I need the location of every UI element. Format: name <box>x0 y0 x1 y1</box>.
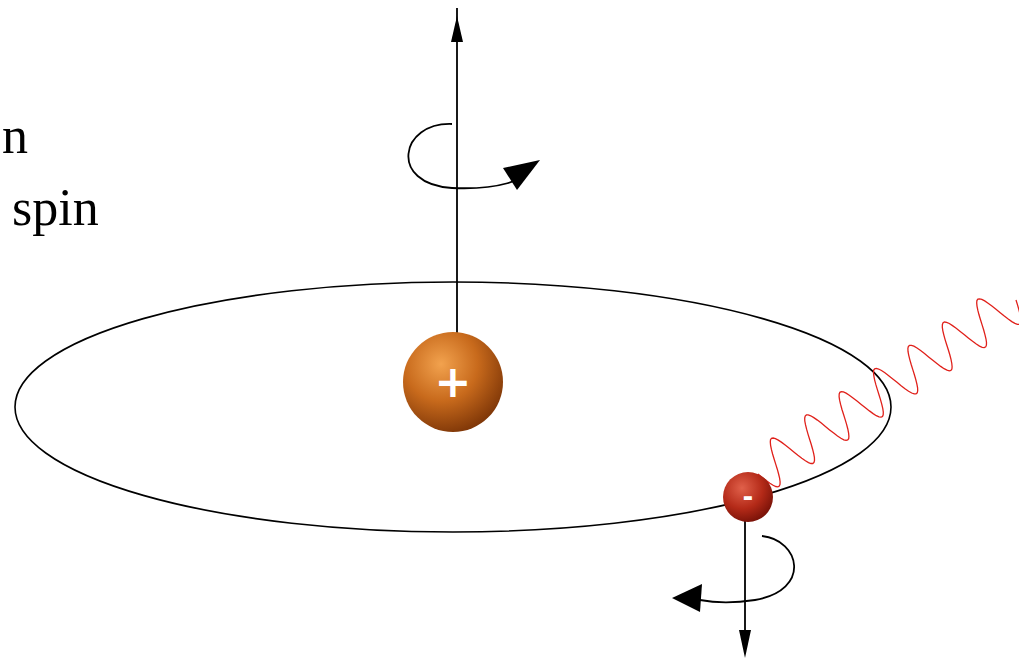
nucleus-circle: + <box>403 332 503 432</box>
electron-orbit <box>15 282 891 532</box>
charge-sign: + <box>435 360 472 404</box>
arrow-head <box>672 584 702 612</box>
electron-circle: - <box>723 472 773 522</box>
spin-label: n <box>2 110 28 162</box>
rotation-curl <box>700 536 794 602</box>
arrow-head <box>451 16 463 42</box>
electron-spin-axis <box>744 515 746 650</box>
photon-wave <box>758 299 1019 487</box>
arrow-head <box>739 630 751 658</box>
charge-sign: - <box>743 484 754 510</box>
nucleus-spin-axis <box>456 8 458 335</box>
arrow-head <box>503 160 540 190</box>
spin-label: spin <box>12 182 99 234</box>
